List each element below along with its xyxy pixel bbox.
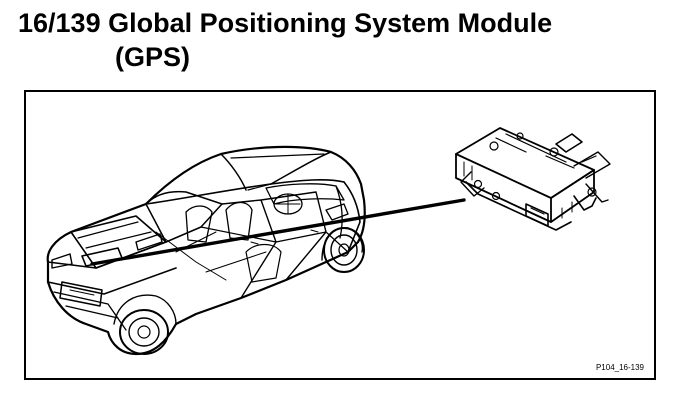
figure-illustration <box>46 127 611 356</box>
page-title-line-1: 16/139 Global Positioning System Module <box>18 8 553 38</box>
figure-frame: P104_16-139 <box>24 90 656 380</box>
car-illustration-icon <box>46 145 366 356</box>
leader-line <box>90 198 466 266</box>
page-title: 16/139 Global Positioning System Module … <box>18 6 678 74</box>
figure-code: P104_16-139 <box>595 363 644 372</box>
page-title-line-2: (GPS) <box>115 42 191 72</box>
gps-module-illustration-icon <box>455 127 611 231</box>
